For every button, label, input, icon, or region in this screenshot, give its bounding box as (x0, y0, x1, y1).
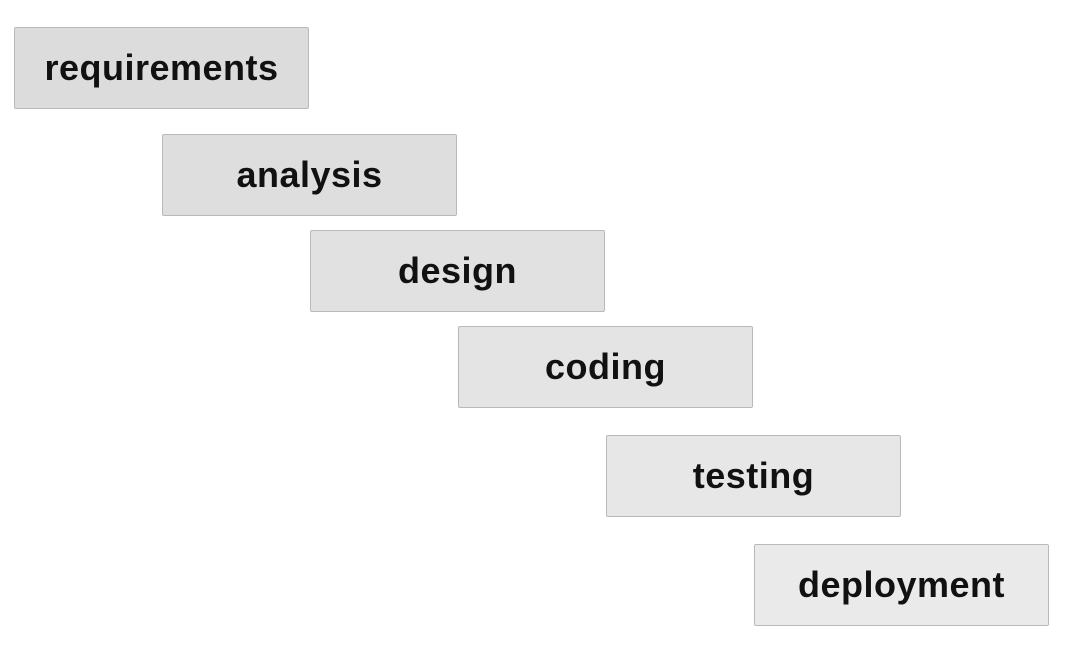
stage-label: coding (545, 346, 666, 387)
stage-label: requirements (44, 47, 279, 88)
stage-coding: coding (458, 326, 753, 408)
stage-label: deployment (797, 564, 1006, 605)
stage-analysis: analysis (162, 134, 457, 216)
stage-deployment: deployment (754, 544, 1049, 626)
stage-design: design (310, 230, 605, 312)
stage-label: testing (692, 455, 815, 496)
stage-label: design (397, 250, 517, 291)
stage-requirements: requirements (14, 27, 309, 109)
stage-label: analysis (236, 154, 383, 195)
stage-testing: testing (606, 435, 901, 517)
